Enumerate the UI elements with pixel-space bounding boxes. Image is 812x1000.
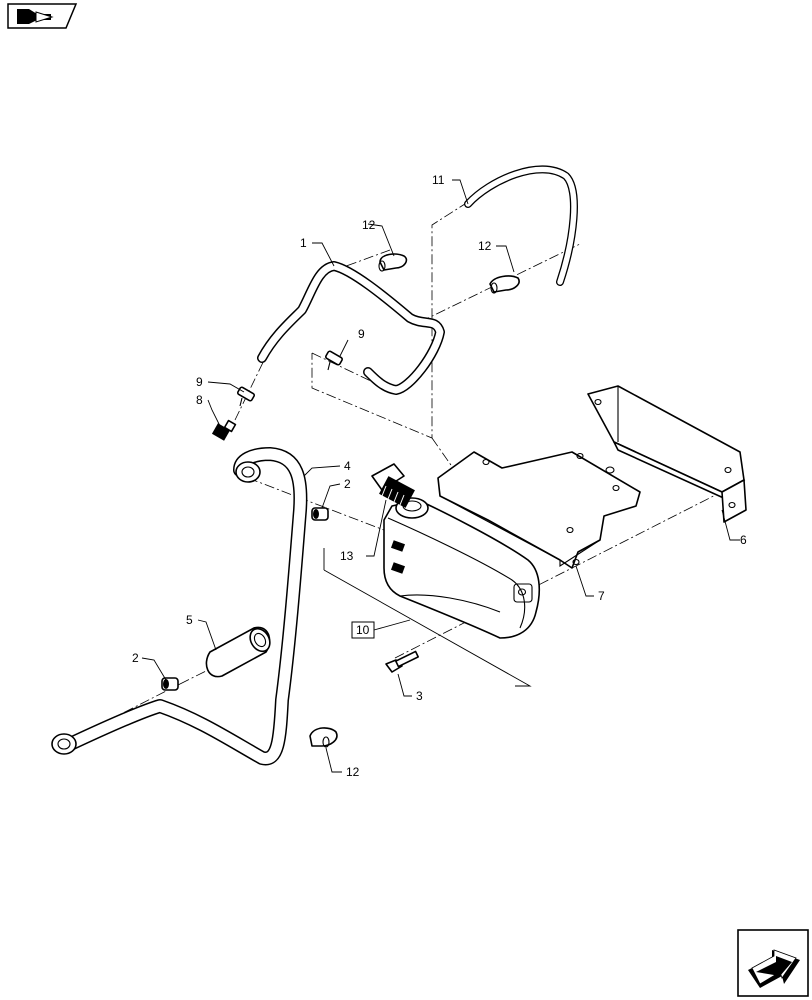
clamp-part-12-b[interactable] — [489, 275, 520, 294]
callout-9-a: 9 — [358, 327, 365, 341]
callout-12-c: 12 — [346, 765, 360, 779]
cap-part-13[interactable] — [371, 463, 415, 508]
book-arrow-icon[interactable] — [7, 3, 78, 29]
callout-13: 13 — [340, 549, 354, 563]
clamp-part-12-a[interactable] — [378, 253, 408, 272]
callout-12-b: 12 — [478, 239, 492, 253]
callout-3: 3 — [416, 689, 423, 703]
callout-labels: 1 11 12 12 9 9 8 4 2 5 2 12 6 7 3 13 10 — [132, 173, 747, 779]
leader-lines — [141, 179, 740, 773]
bracket-part-7[interactable] — [437, 451, 641, 569]
callout-9-b: 9 — [196, 375, 203, 389]
hose-part-11[interactable] — [464, 165, 578, 286]
callout-7: 7 — [598, 589, 605, 603]
callout-6: 6 — [740, 533, 747, 547]
fitting-part-8[interactable] — [211, 419, 237, 441]
sleeve-part-5[interactable] — [205, 625, 273, 678]
callout-10: 10 — [356, 623, 370, 637]
hose-part-1[interactable] — [257, 261, 445, 395]
clamp-part-2-b[interactable] — [161, 677, 179, 691]
callout-10-box — [351, 621, 375, 639]
clamp-part-12-c[interactable] — [309, 727, 338, 748]
callout-12-a: 12 — [362, 218, 376, 232]
callout-2-a: 2 — [344, 477, 351, 491]
next-page-arrow-icon[interactable] — [737, 929, 809, 997]
bolt-part-3[interactable] — [385, 650, 420, 673]
callout-4: 4 — [344, 459, 351, 473]
callout-11: 11 — [432, 173, 445, 187]
hose-part-4[interactable] — [51, 447, 308, 766]
callout-1: 1 — [300, 236, 307, 250]
callout-8: 8 — [196, 393, 203, 407]
callout-5: 5 — [186, 613, 193, 627]
clamp-part-2-a[interactable] — [311, 507, 329, 521]
clamp-part-9-a[interactable] — [325, 350, 343, 371]
callout-2-b: 2 — [132, 651, 139, 665]
bracket-part-6[interactable] — [587, 385, 747, 523]
